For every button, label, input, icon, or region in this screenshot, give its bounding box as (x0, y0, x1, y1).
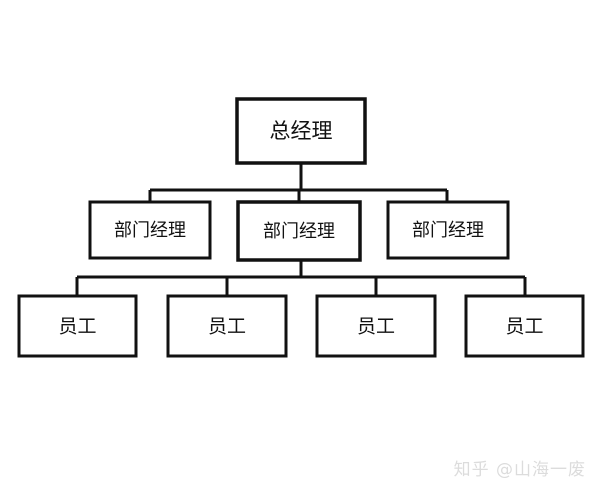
node-box-dm3[interactable] (386, 200, 510, 260)
org-node-gm[interactable]: 总经理 (235, 97, 367, 165)
org-node-emp4[interactable]: 员工 (464, 294, 585, 358)
connector-layer (75, 163, 527, 296)
node-label-dm3: 部门经理 (412, 220, 484, 241)
node-box-emp2[interactable] (166, 294, 288, 358)
org-node-dm1[interactable]: 部门经理 (88, 200, 212, 260)
node-label-dm1: 部门经理 (114, 220, 186, 241)
org-node-emp2[interactable]: 员工 (166, 294, 288, 358)
node-label-emp3: 员工 (357, 316, 395, 338)
node-label-dm2: 部门经理 (263, 221, 335, 242)
node-box-gm[interactable] (235, 97, 367, 165)
node-box-emp3[interactable] (315, 294, 437, 358)
org-node-dm2[interactable]: 部门经理 (236, 200, 362, 262)
node-label-emp1: 员工 (58, 316, 96, 338)
org-node-emp1[interactable]: 员工 (17, 294, 138, 358)
node-label-gm: 总经理 (270, 119, 333, 143)
node-label-emp4: 员工 (505, 316, 543, 338)
org-node-emp3[interactable]: 员工 (315, 294, 437, 358)
node-box-emp1[interactable] (17, 294, 138, 358)
node-label-emp2: 员工 (208, 316, 246, 338)
node-box-dm2[interactable] (236, 200, 362, 262)
node-box-dm1[interactable] (88, 200, 212, 260)
watermark: 知乎 @山海一废 (453, 460, 586, 480)
org-node-dm3[interactable]: 部门经理 (386, 200, 510, 260)
node-box-emp4[interactable] (464, 294, 585, 358)
